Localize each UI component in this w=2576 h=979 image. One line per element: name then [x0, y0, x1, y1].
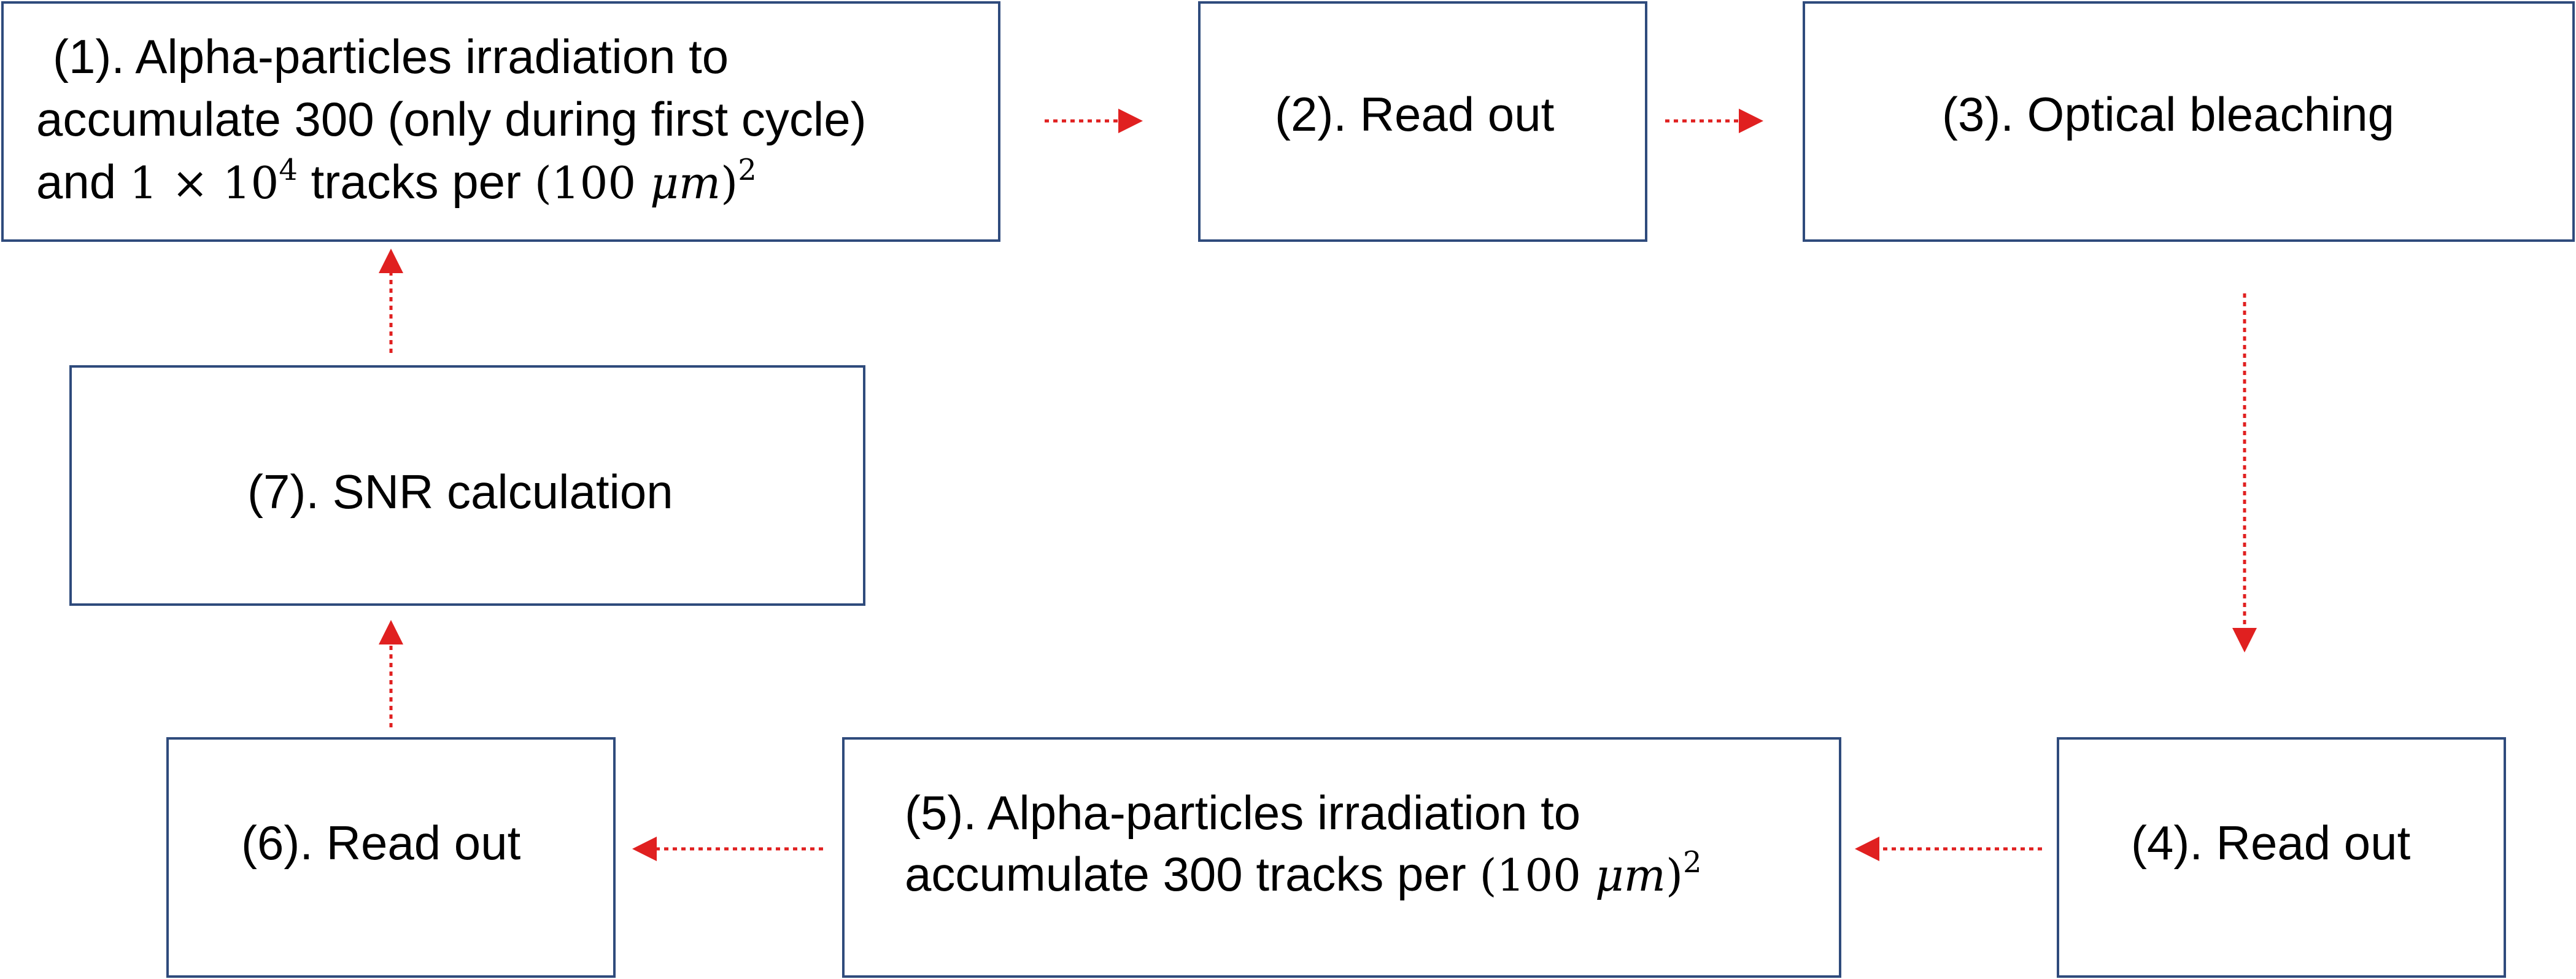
step-5-box: [842, 737, 1841, 978]
step-5-paren-close: ): [1665, 849, 1684, 901]
step-1-line-2: accumulate 300 (only during first cycle): [36, 92, 867, 146]
step-1-line-1: (1). Alpha-particles irradiation to: [53, 29, 729, 83]
step-5-square: 2: [1683, 845, 1702, 880]
step-3-box: [1803, 1, 2575, 242]
step-1-line-3: and 1 × 104 tracks per (100 μm)2: [36, 151, 757, 219]
step-7-box: [69, 365, 865, 606]
step-1-times-sign: ×: [171, 157, 209, 209]
step-1-box: [1, 1, 1000, 242]
step-2-label: (2). Read out: [1275, 87, 1555, 141]
step-1-paren-close: ): [721, 157, 738, 209]
step-4-label: (4). Read out: [2131, 816, 2411, 870]
step-5-line-2-prefix: accumulate 300 tracks per: [905, 847, 1466, 901]
step-5-paren-open: (100: [1479, 849, 1581, 901]
step-1-track-count-formula: 1 × 104: [129, 153, 298, 209]
step-5-area-formula: (100 μm)2: [1479, 845, 1701, 901]
step-1-coefficient: 1: [129, 157, 158, 209]
step-1-unit: μm: [650, 157, 721, 209]
step-1-exponent: 4: [279, 153, 298, 187]
step-3-label: (3). Optical bleaching: [1942, 87, 2395, 141]
step-5-line-2: accumulate 300 tracks per (100 μm)2: [905, 843, 1702, 911]
step-5-line-1: (5). Alpha-particles irradiation to: [905, 786, 1581, 840]
step-1-paren-open: (100: [534, 157, 636, 209]
step-6-label: (6). Read out: [241, 816, 521, 870]
step-6-box: [166, 737, 616, 978]
step-1-line-3-prefix: and: [36, 155, 117, 209]
step-4-box: [2057, 737, 2506, 978]
step-5-unit: μm: [1595, 849, 1666, 901]
step-1-line-3-middle: tracks per: [311, 155, 522, 209]
step-1-square: 2: [738, 153, 757, 187]
step-2-box: [1198, 1, 1647, 242]
step-1-area-formula: (100 μm)2: [534, 153, 757, 209]
step-1-base: 10: [222, 157, 279, 209]
step-7-label: (7). SNR calculation: [247, 465, 673, 519]
